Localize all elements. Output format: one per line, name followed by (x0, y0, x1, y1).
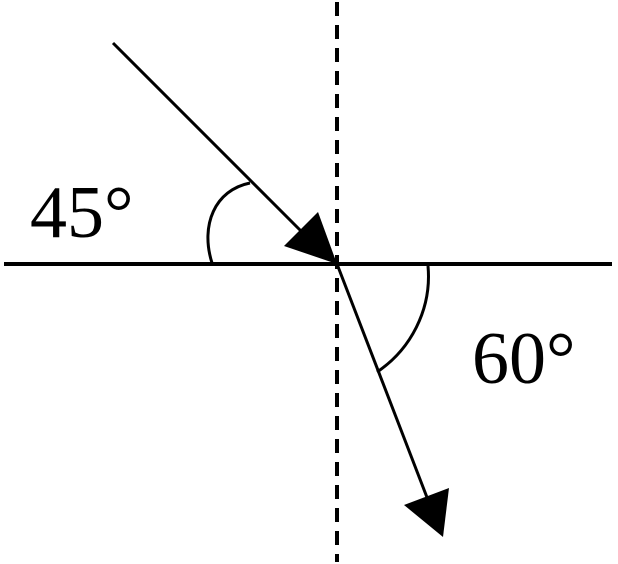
refracted-angle-arc (376, 265, 430, 374)
incident-angle-arc (206, 181, 251, 264)
refracted-arrowhead (404, 488, 449, 537)
refracted-ray (335, 263, 449, 537)
refracted-ray-line (335, 263, 430, 501)
refracted-angle-label: 60° (472, 318, 576, 400)
incident-angle-label: 45° (30, 172, 134, 254)
incident-arrowhead (284, 212, 337, 264)
incident-ray-line (111, 41, 314, 244)
incident-ray (111, 41, 337, 264)
